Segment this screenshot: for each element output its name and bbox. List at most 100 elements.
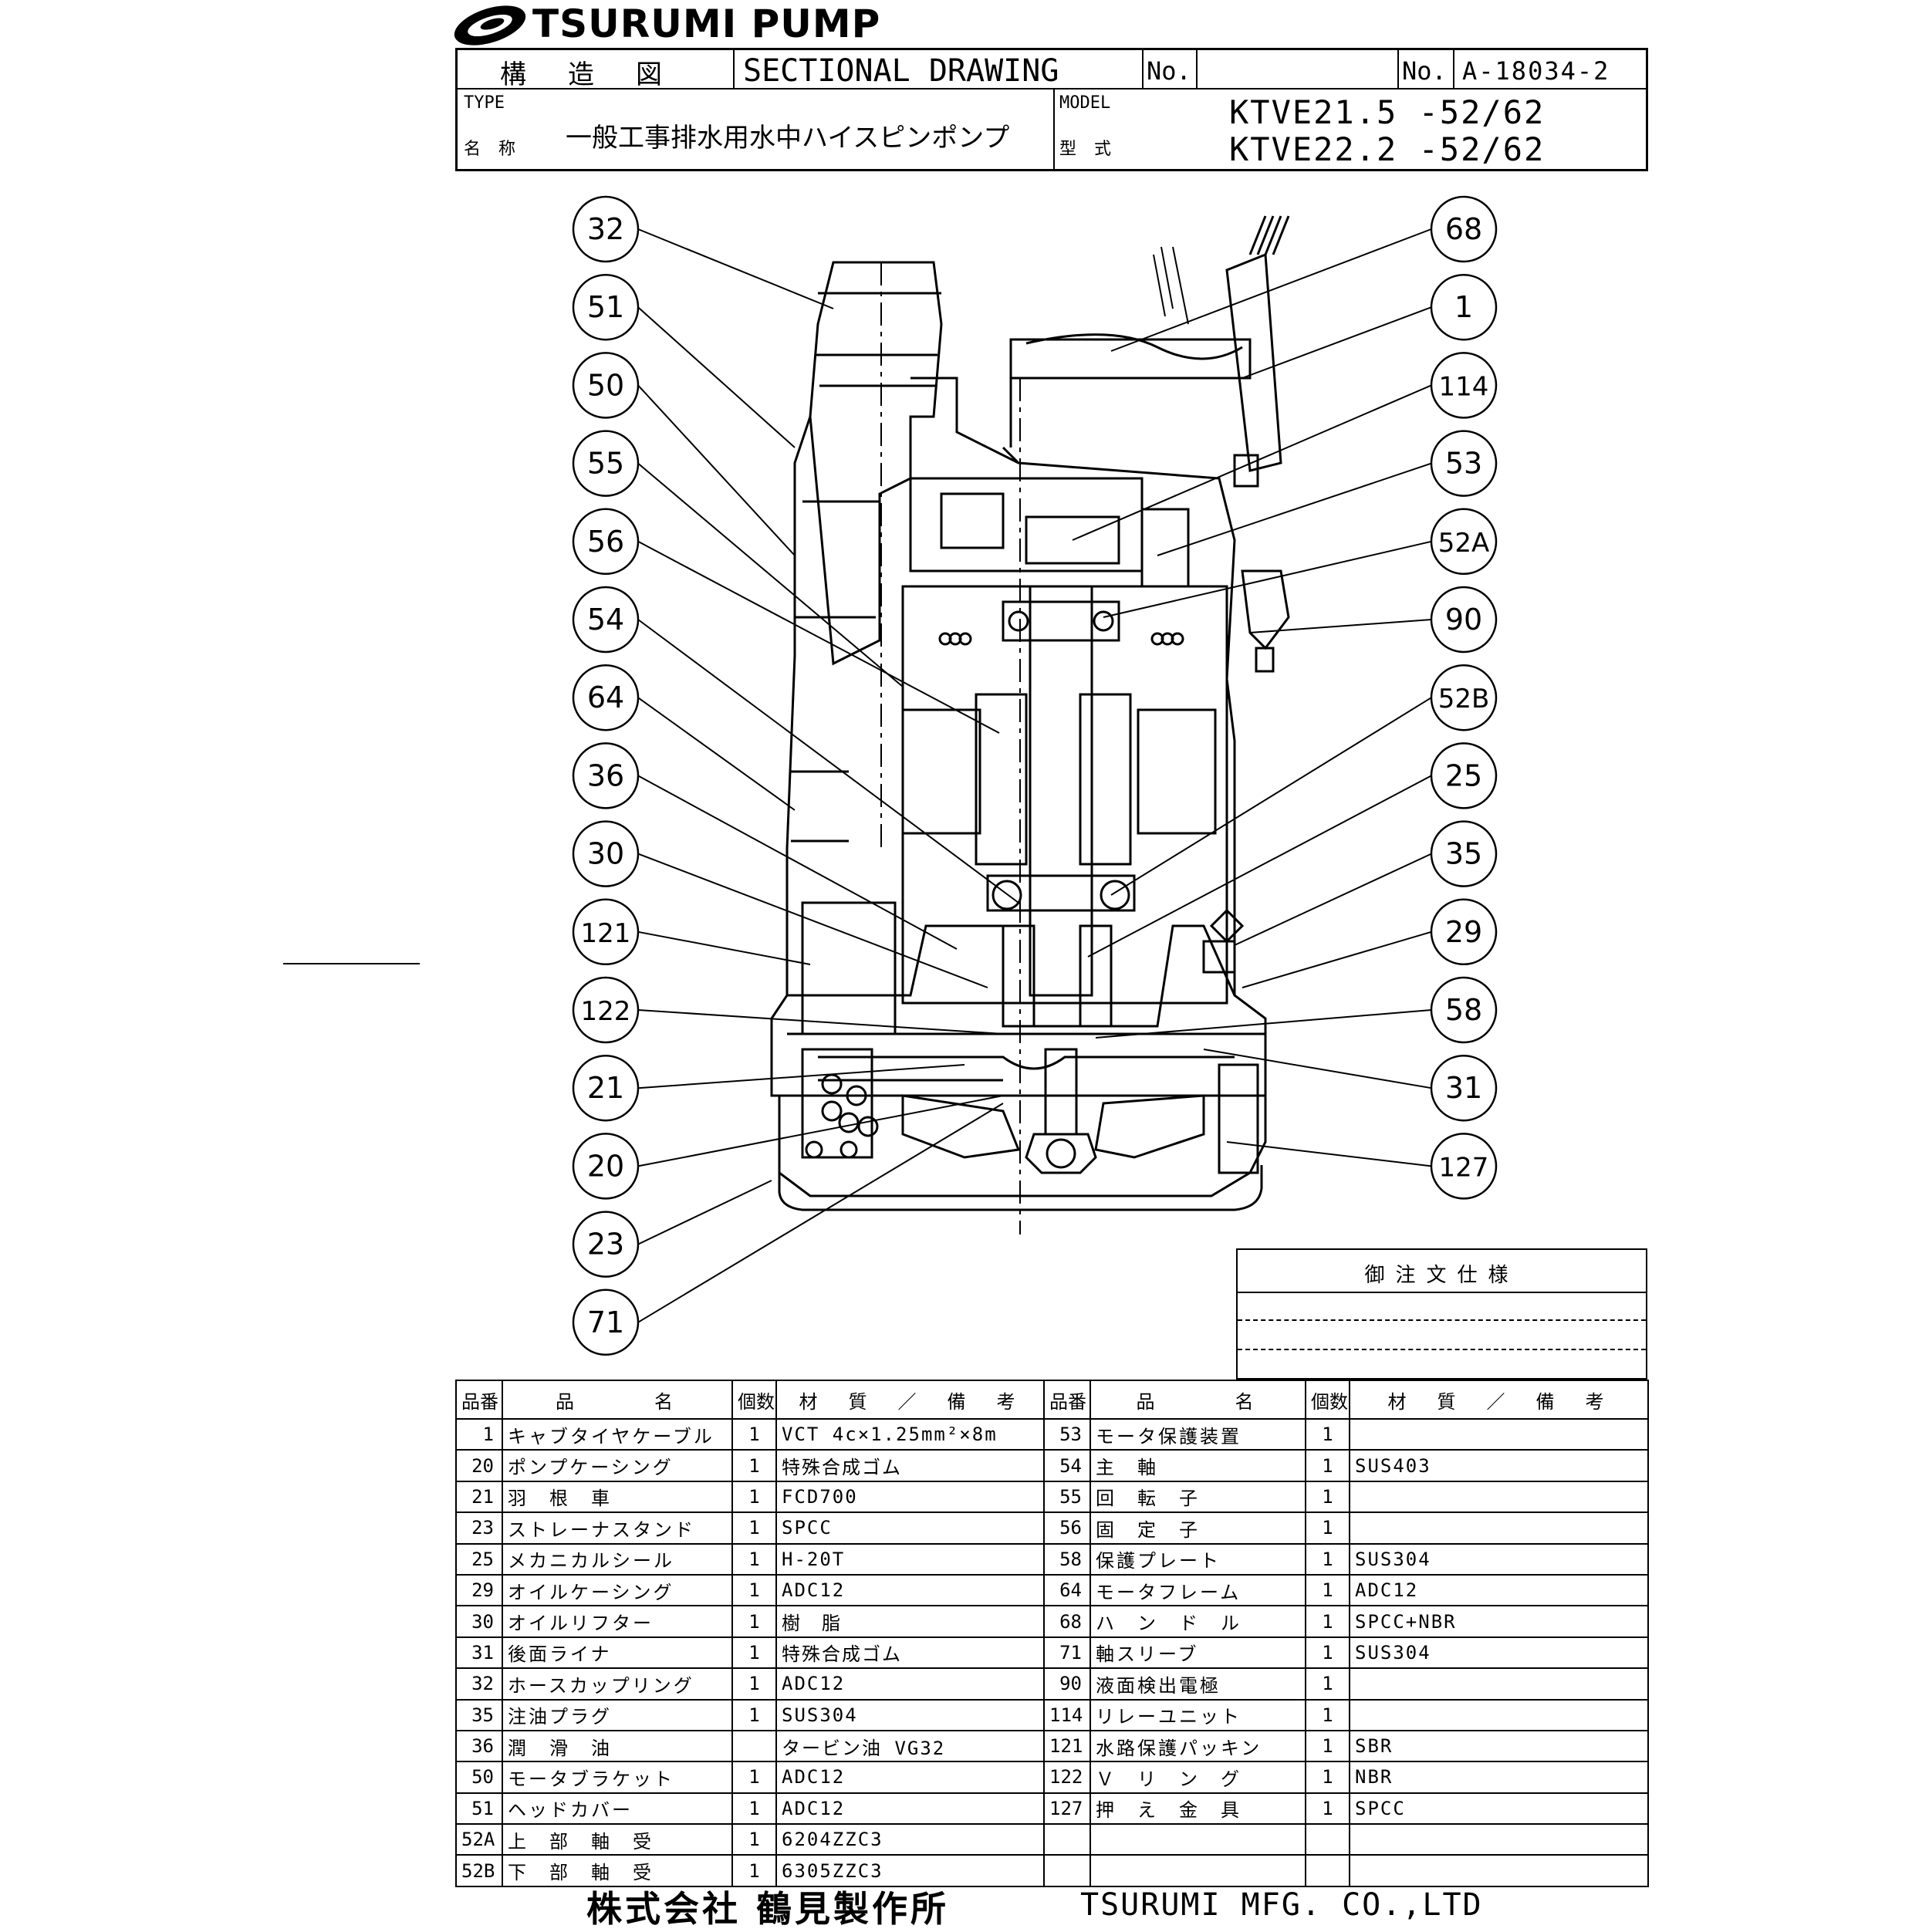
part-no: 54 <box>1043 1449 1091 1482</box>
part-no: 68 <box>1043 1605 1091 1638</box>
callout-1: 1 <box>1430 273 1498 341</box>
part-material: ADC12 <box>775 1792 1045 1826</box>
part-qty: 1 <box>731 1698 777 1731</box>
callout-64: 64 <box>572 664 640 731</box>
col-name: 品 名 <box>502 1380 733 1420</box>
callout-122: 122 <box>572 976 640 1044</box>
part-no <box>1043 1823 1091 1856</box>
part-no: 36 <box>455 1729 503 1763</box>
col-name: 品 名 <box>1089 1380 1306 1420</box>
part-name: ヘッドカバー <box>502 1792 733 1826</box>
part-material: SUS403 <box>1349 1449 1649 1482</box>
part-material <box>1349 1667 1649 1701</box>
part-no: 53 <box>1043 1417 1091 1451</box>
part-name: リレーユニット <box>1089 1698 1306 1731</box>
part-no: 21 <box>455 1480 503 1514</box>
part-material: ADC12 <box>775 1667 1045 1701</box>
callout-114: 114 <box>1430 352 1498 419</box>
callout-30: 30 <box>572 820 640 887</box>
part-name: ホースカップリング <box>502 1667 733 1701</box>
callout-label: 21 <box>587 1071 624 1105</box>
callout-25: 25 <box>1430 742 1498 809</box>
company-name-jp: 株式会社 鶴見製作所 <box>586 1888 950 1930</box>
callout-label: 121 <box>581 918 631 949</box>
part-name <box>1089 1854 1306 1887</box>
parts-table-header: 品番 品 名 個数 材 質 ／ 備 考 品番 品 名 個数 材 質 ／ 備 考 <box>455 1380 1649 1420</box>
callout-90: 90 <box>1430 586 1498 654</box>
leader-line <box>1072 384 1432 541</box>
part-qty: 1 <box>1305 1698 1350 1731</box>
part-no: 58 <box>1043 1542 1091 1576</box>
part-no: 55 <box>1043 1480 1091 1514</box>
part-material: FCD700 <box>775 1480 1045 1514</box>
part-qty <box>1305 1854 1350 1887</box>
leader-line <box>637 1103 1004 1323</box>
part-qty: 1 <box>1305 1417 1350 1451</box>
order-spec-divider <box>1238 1292 1646 1293</box>
part-no: 25 <box>455 1542 503 1576</box>
part-name: 上 部 軸 受 <box>502 1823 733 1856</box>
leader-line <box>637 462 904 687</box>
callout-label: 71 <box>587 1305 624 1339</box>
leader-line <box>1234 853 1432 946</box>
part-no: 71 <box>1043 1636 1091 1670</box>
part-name: 水路保護パッキン <box>1089 1729 1306 1763</box>
part-qty: 1 <box>731 1667 777 1701</box>
margin-line <box>283 963 420 964</box>
part-material: SPCC <box>775 1511 1045 1545</box>
part-name: 押 え 金 具 <box>1089 1792 1306 1826</box>
col-qty: 個数 <box>731 1380 777 1420</box>
callout-label: 36 <box>587 758 624 792</box>
part-qty: 1 <box>731 1792 777 1826</box>
leader-line <box>637 1064 965 1089</box>
title-block: 構 造 図 SECTIONAL DRAWING No. No. A-18034-… <box>455 48 1648 171</box>
leader-line <box>1157 462 1432 556</box>
part-name: 羽 根 車 <box>502 1480 733 1514</box>
part-name: モータブラケット <box>502 1761 733 1794</box>
callout-35: 35 <box>1430 820 1498 887</box>
callout-label: 64 <box>587 681 624 714</box>
part-qty: 1 <box>1305 1480 1350 1514</box>
callout-58: 58 <box>1430 976 1498 1044</box>
callout-label: 25 <box>1445 758 1482 792</box>
part-name: メカニカルシール <box>502 1542 733 1576</box>
callout-36: 36 <box>572 742 640 809</box>
part-no: 1 <box>455 1417 503 1451</box>
part-no: 31 <box>455 1636 503 1670</box>
leader-line <box>637 540 1000 734</box>
callout-21: 21 <box>572 1054 640 1122</box>
no-label-2: No. <box>1402 56 1447 86</box>
part-material <box>1349 1417 1649 1451</box>
type-label: TYPE <box>464 93 505 113</box>
part-name: 主 軸 <box>1089 1449 1306 1482</box>
part-name: モータフレーム <box>1089 1573 1306 1607</box>
callout-label: 51 <box>587 290 624 324</box>
part-material: 特殊合成ゴム <box>775 1449 1045 1482</box>
callout-label: 127 <box>1439 1152 1489 1183</box>
part-qty: 1 <box>731 1761 777 1794</box>
leader-line <box>1095 1009 1432 1039</box>
callout-label: 29 <box>1445 915 1482 949</box>
part-no: 51 <box>455 1792 503 1826</box>
part-qty: 1 <box>731 1823 777 1856</box>
part-qty: 1 <box>731 1449 777 1482</box>
part-material: H-20T <box>775 1542 1045 1576</box>
model-label-jp: 型 式 <box>1059 140 1117 159</box>
leader-lines <box>637 228 1432 1323</box>
part-qty: 1 <box>731 1542 777 1576</box>
callout-label: 68 <box>1445 212 1482 246</box>
part-material: VCT 4c×1.25mm²×8m <box>775 1417 1045 1451</box>
leader-line <box>637 1095 1004 1167</box>
part-qty: 1 <box>1305 1449 1350 1482</box>
part-name: ストレーナスタンド <box>502 1511 733 1545</box>
part-no: 30 <box>455 1605 503 1638</box>
part-name: オイルリフター <box>502 1605 733 1638</box>
callout-32: 32 <box>572 195 640 263</box>
callout-label: 53 <box>1445 447 1482 481</box>
